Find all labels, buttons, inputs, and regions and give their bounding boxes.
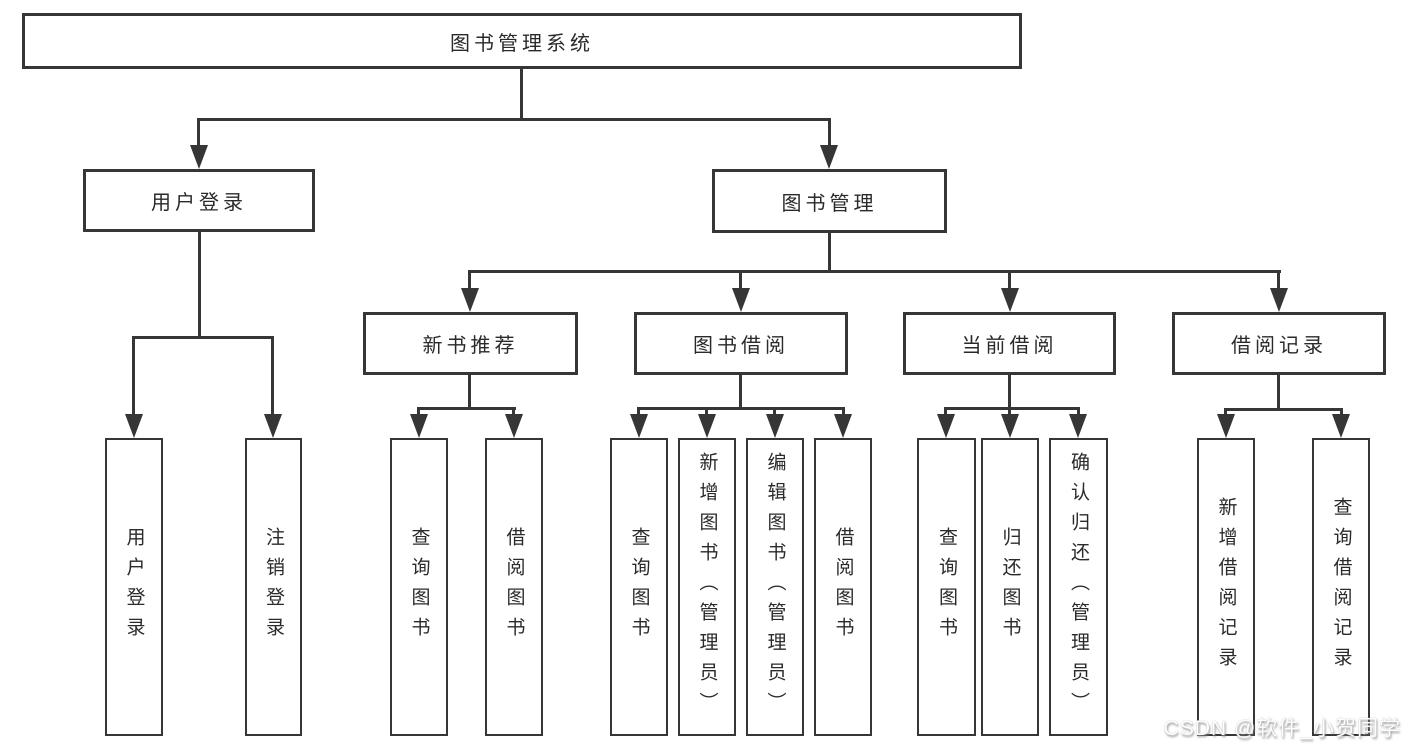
connector-bar	[637, 407, 845, 410]
arrow-down-icon	[1069, 414, 1087, 438]
connector-drop	[637, 407, 640, 417]
connector-stub	[739, 375, 742, 407]
arrow-down-icon	[190, 145, 208, 169]
node-user-login: 用户登录	[83, 169, 315, 232]
connector-drop	[1277, 270, 1280, 290]
arrow-down-icon	[264, 414, 282, 438]
node-add-books-admin: 新增图书（管理员）	[678, 438, 736, 736]
node-query-books-current: 查询图书	[917, 438, 976, 736]
connector-drop	[944, 407, 947, 417]
connector-bar	[944, 407, 1080, 410]
node-book-borrowing: 图书借阅	[634, 312, 848, 375]
node-borrow-books-borrowing: 借阅图书	[814, 438, 872, 736]
connector-bar	[1224, 408, 1343, 411]
node-logout: 注销登录	[245, 438, 302, 736]
node-borrowing-records: 借阅记录	[1172, 312, 1386, 375]
arrow-down-icon	[732, 288, 750, 312]
node-current-borrowing: 当前借阅	[903, 312, 1116, 375]
arrow-down-icon	[1001, 288, 1019, 312]
arrow-down-icon	[698, 414, 716, 438]
connector-drop	[417, 407, 420, 417]
connector-user-login-stub	[198, 232, 201, 336]
node-root-library-system: 图书管理系统	[22, 13, 1022, 69]
connector-drop	[842, 407, 845, 417]
arrow-down-icon	[1332, 414, 1350, 438]
connector-root-bar	[197, 118, 831, 121]
arrow-down-icon	[834, 414, 852, 438]
connector-drop	[1008, 407, 1011, 417]
arrow-down-icon	[461, 288, 479, 312]
connector-drop	[1224, 408, 1227, 417]
arrow-down-icon	[937, 414, 955, 438]
watermark: CSDN @软件_小贺同学	[1163, 717, 1401, 740]
connector-drop	[271, 336, 274, 416]
node-edit-books-admin: 编辑图书（管理员）	[746, 438, 804, 736]
connector-drop	[739, 270, 742, 290]
node-query-borrow-record: 查询借阅记录	[1312, 438, 1370, 736]
arrow-down-icon	[505, 414, 523, 438]
node-return-books: 归还图书	[981, 438, 1039, 736]
arrow-down-icon	[410, 414, 428, 438]
node-user-login-action: 用户登录	[105, 438, 163, 736]
connector-stub	[1008, 375, 1011, 407]
connector-drop	[512, 407, 515, 417]
arrow-down-icon	[125, 414, 143, 438]
connector-drop	[773, 407, 776, 417]
connector-drop	[705, 407, 708, 417]
arrow-down-icon	[1217, 414, 1235, 438]
arrow-down-icon	[1001, 414, 1019, 438]
connector-stub	[1277, 375, 1280, 408]
connector-stub	[468, 375, 471, 407]
node-new-book-recommend: 新书推荐	[363, 312, 578, 375]
connector-book-mgmt-bar	[468, 270, 1281, 273]
arrow-down-icon	[1270, 288, 1288, 312]
connector-drop	[1077, 407, 1080, 417]
node-book-management: 图书管理	[712, 169, 947, 233]
connector-bar	[417, 407, 516, 410]
connector-user-login-drop	[197, 118, 200, 150]
connector-drop	[1340, 408, 1343, 417]
arrow-down-icon	[630, 414, 648, 438]
node-query-books-borrowing: 查询图书	[610, 438, 668, 736]
connector-drop	[132, 336, 135, 416]
connector-drop	[468, 270, 471, 290]
connector-root-stub	[520, 69, 523, 118]
connector-drop	[1008, 270, 1011, 290]
connector-user-login-bar	[132, 336, 274, 339]
connector-book-mgmt-drop	[828, 118, 831, 150]
node-confirm-return-admin: 确认归还（管理员）	[1049, 438, 1108, 736]
node-borrow-books-recommend: 借阅图书	[485, 438, 543, 736]
connector-book-mgmt-stub	[828, 233, 831, 270]
arrow-down-icon	[820, 145, 838, 169]
node-add-borrow-record: 新增借阅记录	[1197, 438, 1255, 736]
node-query-books-recommend: 查询图书	[390, 438, 448, 736]
arrow-down-icon	[766, 414, 784, 438]
